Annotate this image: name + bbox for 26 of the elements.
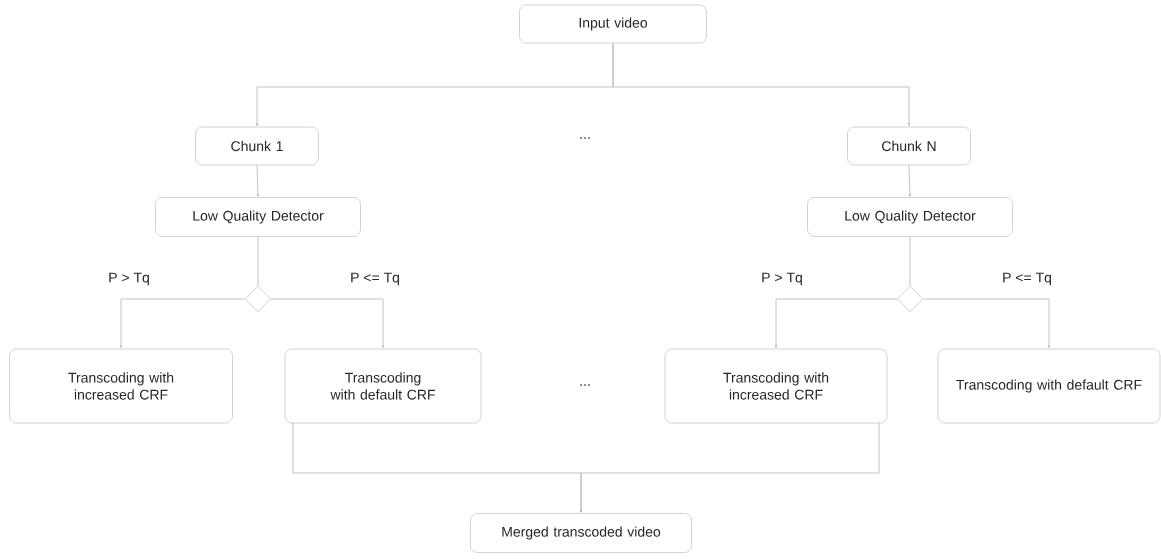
edge-label: P <= Tq: [349, 271, 401, 287]
process-box: Transcoding with default CRF: [284, 348, 482, 424]
process-box: Low Quality Detector: [807, 197, 1013, 237]
arrow: [908, 165, 911, 197]
process-box: Transcoding with increased CRF: [9, 348, 233, 424]
arrow: [774, 298, 897, 348]
process-box: Input video: [519, 4, 707, 44]
edge-label: P > Tq: [107, 271, 151, 287]
decision-diamond: [244, 285, 272, 313]
arrow: [612, 43, 911, 126]
edge-label: P <= Tq: [1001, 271, 1053, 287]
decision-diamond: [896, 285, 924, 313]
arrow: [256, 165, 259, 197]
process-box: Low Quality Detector: [155, 197, 361, 237]
process-box: Transcoding with increased CRF: [664, 348, 888, 424]
process-box: Transcoding with default CRF: [937, 348, 1161, 424]
ellipsis-label: ...: [580, 137, 590, 139]
arrow: [579, 422, 880, 513]
arrow: [119, 298, 245, 348]
arrow: [923, 298, 1051, 348]
edge-label: P > Tq: [760, 271, 804, 287]
process-box: Chunk N: [847, 126, 971, 166]
arrow: [271, 298, 385, 348]
process-box: Merged transcoded video: [470, 513, 692, 553]
process-box: Chunk 1: [195, 126, 319, 166]
ellipsis-label: ...: [580, 384, 590, 386]
